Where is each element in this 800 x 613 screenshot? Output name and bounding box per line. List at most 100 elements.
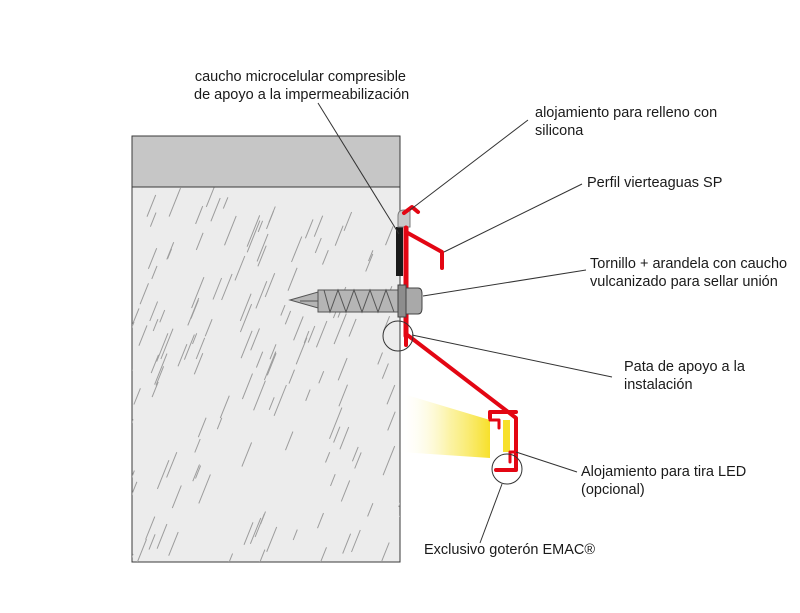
wall-hatch-line	[385, 226, 394, 246]
wall-hatch-line	[197, 417, 207, 438]
wall-hatch-line	[190, 299, 199, 319]
coping-cap	[131, 135, 401, 188]
label-led-line1: Alojamiento para tira LED	[581, 464, 747, 480]
wall-hatch-line	[263, 351, 277, 381]
wall-hatch-line	[330, 474, 336, 487]
wall-hatch-line	[315, 320, 328, 348]
wall-hatch-line	[314, 237, 322, 254]
wall-hatch-line	[183, 334, 195, 360]
label-led: Alojamiento para tira LED (opcional)	[581, 463, 746, 499]
wall-hatch-line	[241, 442, 253, 467]
label-pata-line1: Pata de apoyo a la	[624, 359, 745, 375]
label-pata: Pata de apoyo a la instalación	[624, 358, 745, 394]
wall-hatch-line	[228, 553, 234, 562]
wall-hatch-line	[401, 535, 413, 564]
wall-hatch-line	[222, 197, 229, 209]
wall-hatch-line	[150, 354, 159, 374]
wall-hatch-line	[138, 325, 148, 346]
wall-hatch-line	[249, 517, 262, 544]
leader-led	[515, 451, 578, 473]
wall-hatch-line	[368, 250, 374, 262]
label-goteron: Exclusivo goterón EMAC®	[424, 541, 595, 559]
wall-hatch-line	[216, 417, 223, 430]
wall-hatch-line	[337, 357, 348, 381]
drip-profile	[402, 205, 518, 472]
wall-hatch-line	[133, 388, 141, 405]
wall-hatch-line	[204, 319, 213, 337]
wall-hatch-line	[381, 363, 389, 379]
label-perfil-line1: Perfil vierteaguas SP	[587, 175, 723, 191]
wall-hatch-line	[257, 245, 267, 267]
wall-hatch-line	[351, 529, 361, 553]
wall-hatch-line	[295, 337, 308, 365]
wall-hatch-line	[292, 529, 298, 541]
leader-tornillo	[422, 269, 587, 297]
wall-hatch-line	[159, 309, 166, 323]
wall-hatch-line	[288, 369, 295, 384]
wall-hatch-line	[412, 354, 418, 369]
wall-hatch-line	[132, 369, 133, 372]
wall-hatch-line	[348, 318, 357, 337]
wall-hatch-line	[317, 512, 324, 529]
wall-hatch-line	[239, 293, 252, 322]
wall-hatch-line	[322, 250, 329, 265]
wall-hatch-line	[340, 480, 351, 502]
wall-hatch-line	[260, 511, 266, 525]
wall-hatch-line	[151, 265, 158, 280]
wall-hatch-line	[151, 381, 159, 398]
wall-hatch-line	[195, 465, 202, 479]
wall-hatch-line	[193, 353, 204, 375]
wall-hatch-line	[132, 470, 135, 479]
wall-hatch-line	[212, 277, 223, 300]
wall-hatch-line	[154, 353, 168, 385]
label-caucho: caucho microcelular compresible de apoyo…	[194, 68, 410, 104]
wall-hatch-line	[342, 533, 352, 554]
wall-hatch-line	[195, 337, 206, 360]
wall-hatch-line	[325, 452, 331, 463]
wall-hatch-line	[145, 516, 156, 540]
wall-hatch-line	[386, 384, 396, 405]
wall-hatch-line	[382, 445, 396, 476]
wall-block	[131, 186, 418, 564]
wall-hatch-line	[334, 225, 344, 246]
wall-hatch-line	[156, 523, 168, 549]
label-caucho-line2: de apoyo a la impermeabilización	[194, 87, 410, 103]
wall-hatch-line	[152, 319, 159, 332]
wall-hatch-line	[343, 211, 353, 231]
label-pata-line2: instalación	[624, 377, 693, 393]
screw-and-plug	[288, 284, 423, 318]
wall-hatch-line	[399, 515, 400, 518]
wall-hatch-line	[305, 389, 311, 401]
wall-hatch-line	[132, 481, 138, 496]
wall-hatch-line	[333, 313, 347, 345]
wall-hatch-line	[132, 419, 134, 424]
wall-hatch-line	[387, 411, 396, 431]
wall-hatch-line	[195, 205, 204, 225]
wall-hatch-line	[318, 371, 325, 384]
led-light-beam	[400, 393, 490, 458]
wall-hatch-line	[146, 194, 157, 217]
wall-hatch-line	[268, 397, 275, 410]
wall-hatch-line	[338, 384, 348, 407]
wall-hatch-line	[257, 220, 264, 233]
wall-hatch-line	[198, 474, 211, 504]
wall-hatch-line	[333, 426, 341, 443]
wall-hatch-line	[266, 353, 277, 376]
wall-hatch-line	[221, 273, 233, 301]
wall-hatch-line	[320, 547, 327, 562]
leader-perfil	[443, 183, 583, 253]
label-caucho-line1: caucho microcelular compresible	[194, 69, 406, 85]
wall-hatch-line	[166, 452, 178, 478]
wall-hatch-line	[264, 273, 276, 298]
wall-hatch-line	[240, 330, 253, 359]
label-led-line2: (opcional)	[581, 482, 645, 498]
wall-hatch-line	[155, 366, 165, 386]
wall-hatch-line	[192, 333, 198, 345]
wall-hatch-line	[253, 380, 266, 411]
wall-hatch-line	[266, 210, 275, 230]
wall-hatch-line	[243, 522, 254, 545]
wall-hatch-line	[280, 304, 286, 316]
wall-hatch-line	[132, 321, 135, 329]
wall-hatch-line	[255, 351, 264, 368]
